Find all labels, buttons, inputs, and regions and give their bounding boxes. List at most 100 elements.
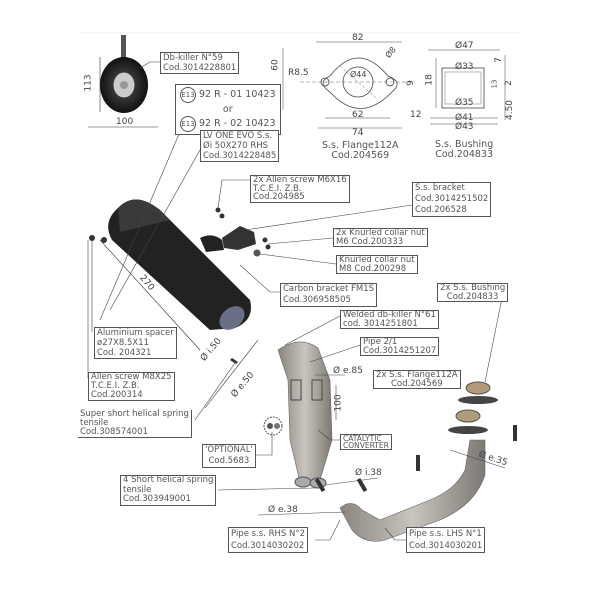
label-text: Knurled collar nut	[339, 255, 415, 265]
bushing-drawing	[428, 49, 506, 125]
homologation-or: or	[222, 104, 233, 115]
label-text: Carbon bracket FM1S	[283, 284, 375, 294]
label-text: CONVERTER	[343, 441, 389, 450]
label-code: Cod.3014228485	[203, 151, 277, 161]
caption-code: Cod.204569	[331, 150, 390, 161]
caption-name: S.s. Bushing	[435, 139, 494, 150]
caption-name: S.s. Flange112A	[322, 140, 399, 151]
label-text: Aluminium spacer	[97, 328, 174, 338]
label-code: Cod. 204321	[97, 348, 152, 358]
flange-dim-62: 62	[352, 110, 364, 120]
dim-e85: Ø e.85	[333, 366, 363, 376]
label-code: Cod.3014251207	[363, 345, 437, 356]
label-text: 4 Short helical spring	[123, 475, 214, 485]
homologation-code-2: 92 R - 02 10423	[199, 118, 276, 129]
label-text: 2x Allen screw M6X16	[253, 175, 347, 185]
flange-dim-74: 74	[352, 128, 364, 138]
label-text: Welded db-killer N°61	[343, 310, 436, 320]
bushing-dim-d43: Ø43	[455, 122, 474, 132]
label-text: Pipe s.s. LHS N°1	[409, 529, 482, 539]
label-code: Cod.200314	[91, 390, 143, 400]
label-text: Allen screw M8X25	[91, 372, 172, 382]
label-code: Cod.303949001	[123, 494, 191, 504]
flange-dim-82: 82	[352, 33, 364, 43]
bushing-dim-7: 7	[493, 57, 504, 63]
label-code: M6 Cod.200333	[336, 236, 404, 247]
label-text: Super short helical spring	[80, 409, 189, 419]
label-code: Cod.204569	[390, 378, 443, 389]
label-code: Cod.204985	[253, 192, 305, 202]
bracket-drawing	[89, 207, 271, 364]
bushing-dim-d33: Ø33	[455, 62, 474, 72]
label-code: Cod.3014030201	[409, 541, 483, 551]
label-text: tensile	[123, 484, 152, 495]
label-text: Pipe 2/1	[363, 337, 398, 347]
flange-dim-12: 12	[410, 110, 422, 120]
flange-dim-60: 60	[270, 59, 281, 71]
label-code: Cod.3014030202	[231, 541, 305, 551]
flange-dim-r85: R8.5	[288, 68, 309, 78]
label-code: M8 Cod.200298	[339, 263, 407, 274]
homologation-code-1: 92 R - 01 10423	[199, 89, 276, 100]
bushing-dim-d41: Ø41	[455, 113, 474, 123]
label-text: 'OPTIONAL'	[205, 445, 253, 455]
label-code: Cod.204833	[446, 291, 499, 302]
dbkiller-end-view	[88, 35, 160, 128]
label-text: LV ONE EVO S.s.	[203, 131, 273, 141]
flange-dim-9: 9	[405, 80, 416, 86]
label-code: Cod.5683	[208, 456, 250, 466]
dim-113: 113	[83, 74, 94, 92]
label-text: ø27X8.5X11	[97, 338, 149, 348]
optional-label: 'OPTIONAL'Cod.5683	[202, 444, 256, 468]
leader-lines	[87, 126, 506, 541]
bushing-dim-450: 4.50	[505, 99, 516, 121]
dim-i38: Ø i.38	[355, 468, 382, 478]
header-pipes-drawing	[314, 381, 517, 542]
flange-drawing	[282, 41, 415, 129]
label-code: cod. 3014251801	[343, 318, 418, 329]
label-code: Cod.206528	[415, 205, 467, 215]
dim-100: 100	[116, 117, 134, 127]
collector-pipe-drawing	[263, 341, 333, 489]
label-text: Øi 50X270 RHS	[203, 141, 269, 151]
e13-mark-icon: E13	[180, 87, 196, 103]
dim-100-catalytic: 100	[333, 394, 344, 412]
label-text: Pipe s.s. RHS N°2	[231, 529, 306, 539]
label-text: CATALYTIC	[343, 434, 382, 443]
label-text: tensile	[80, 418, 109, 428]
e13-mark-icon: E13	[180, 116, 196, 132]
label-text: 2x Knurled collar nut	[336, 228, 425, 238]
label-text: T.C.E.I. Z.B.	[253, 183, 302, 194]
label-code: Cod.306958505	[283, 295, 351, 305]
label-text: T.C.E.I. Z.B.	[91, 381, 140, 391]
label-text: 2x S.s. Flange112A	[376, 370, 458, 380]
label-text: 2x S.s. Bushing	[440, 283, 506, 293]
bushing-dim-13: 13	[490, 79, 499, 89]
bushing-dim-d35: Ø35	[455, 98, 474, 108]
bushing-dim-18: 18	[424, 74, 435, 86]
bushing-dim-2: 2	[503, 80, 514, 86]
flange-dim-d44: Ø44	[350, 70, 367, 79]
label-code: Cod.3014251502	[415, 194, 489, 204]
